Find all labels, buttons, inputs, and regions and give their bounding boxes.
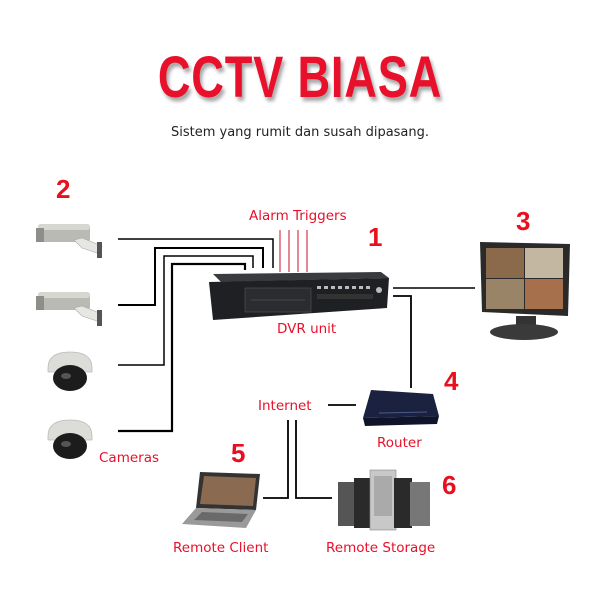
remote-client-label: Remote Client — [173, 540, 269, 556]
page-subtitle: Sistem yang rumit dan susah dipasang. — [170, 125, 430, 140]
router-icon — [363, 390, 439, 426]
cameras-label: Cameras — [99, 450, 160, 466]
page-title: CCTV BIASA — [157, 45, 443, 110]
cctv-camera-icon — [36, 292, 103, 326]
node-number-monitor: 3 — [516, 206, 531, 236]
internet-label: Internet — [258, 398, 312, 414]
dvr-label: DVR unit — [277, 321, 337, 337]
dome-camera-icon — [47, 351, 93, 391]
node-number-dvr: 1 — [368, 222, 383, 252]
node-number-remote-storage: 6 — [442, 470, 457, 500]
monitor-icon — [480, 242, 570, 340]
cctv-camera-icon — [36, 224, 103, 258]
node-number-remote-client: 5 — [231, 438, 246, 468]
alarm-triggers-label: Alarm Triggers — [249, 208, 347, 224]
laptop-icon — [182, 472, 260, 528]
router-label: Router — [377, 435, 422, 451]
dome-camera-icon — [47, 419, 93, 459]
server-icon — [338, 469, 430, 531]
remote-storage-label: Remote Storage — [326, 540, 436, 556]
node-number-router: 4 — [444, 366, 459, 396]
dvr-recorder-icon — [209, 272, 389, 320]
node-number-cameras: 2 — [56, 174, 71, 204]
